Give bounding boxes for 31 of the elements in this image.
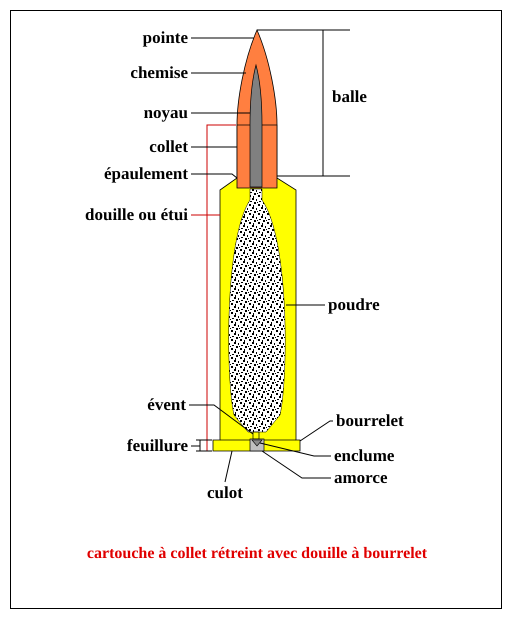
leader-line <box>190 146 238 148</box>
part-label: épaulement <box>104 164 188 184</box>
part-label: enclume <box>334 446 394 466</box>
flash-hole <box>252 432 260 440</box>
leader-line <box>190 214 220 216</box>
leader-line <box>224 450 232 482</box>
dimension-label: feuillure <box>126 436 188 456</box>
part-label: bourrelet <box>336 411 404 431</box>
leader-line <box>188 404 254 434</box>
part-label: chemise <box>130 63 188 83</box>
part-label: culot <box>207 483 243 503</box>
leader-line <box>190 72 246 74</box>
leader-line <box>190 112 250 114</box>
caption: cartouche à collet rétreint avec douille à bourrelet <box>86 545 428 563</box>
part-label: douille ou étui <box>85 205 188 225</box>
leader-line <box>300 420 334 442</box>
leader-line <box>286 304 326 306</box>
primer-cap <box>250 438 264 452</box>
powder-charge <box>228 188 286 432</box>
leader-line <box>190 174 238 178</box>
leader-line <box>262 450 332 478</box>
bullet-jacket <box>236 30 278 188</box>
part-label: noyau <box>144 103 188 123</box>
part-label: poudre <box>328 295 380 315</box>
anvil <box>251 440 263 446</box>
part-label: collet <box>149 137 188 157</box>
part-label: pointe <box>142 28 188 48</box>
part-label: amorce <box>334 468 388 488</box>
part-label: évent <box>147 395 186 415</box>
leader-line <box>260 442 332 456</box>
dimension-label: balle <box>332 87 367 107</box>
